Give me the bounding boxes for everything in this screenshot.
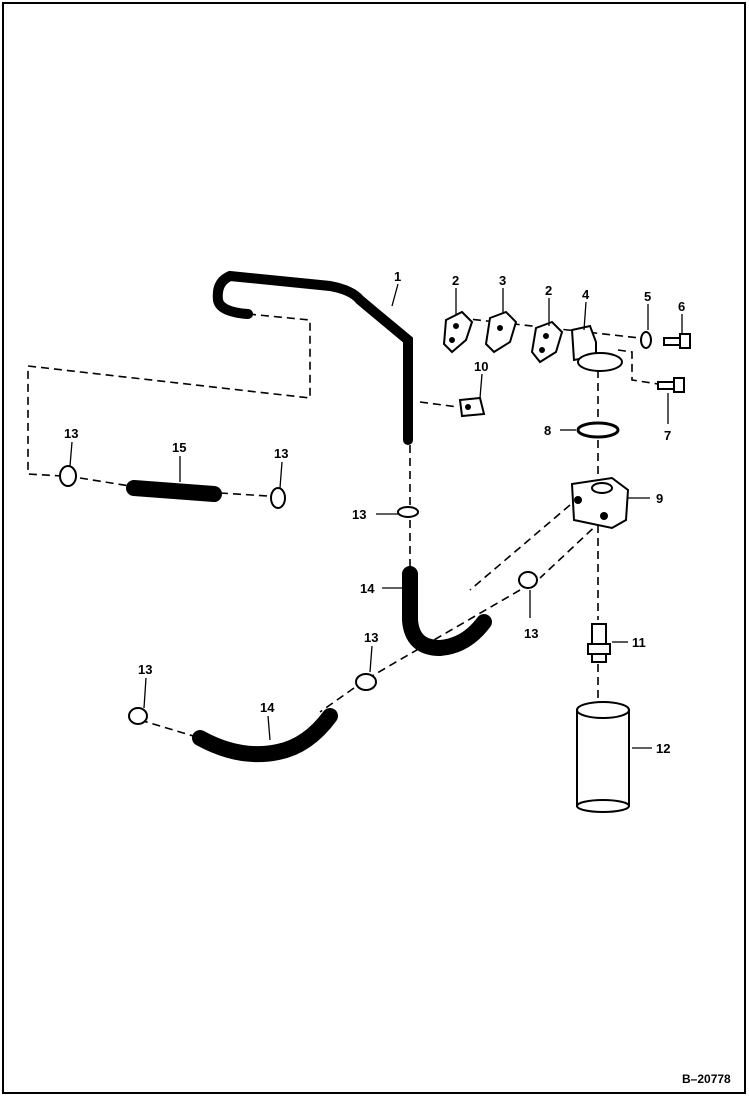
adapter-block-part-9: [570, 476, 630, 530]
clamp-part-13e: [355, 673, 377, 691]
oring-part-8: [576, 421, 620, 439]
callout-13d: 13: [524, 626, 538, 641]
callout-14a: 14: [360, 581, 375, 596]
hose-part-15: [126, 480, 222, 502]
gasket-part-2b: [530, 320, 564, 364]
nipple-part-11: [587, 623, 611, 663]
callout-13f: 13: [138, 662, 152, 677]
callout-15: 15: [172, 440, 186, 455]
clamp-part-13f: [128, 707, 148, 725]
callout-numbers: 1 2 3 2 4 5 6 7 8 9 10 11 12 13 13 13 13…: [64, 269, 685, 756]
callout-2a: 2: [452, 273, 459, 288]
leader-lines: [69, 283, 683, 749]
assembly-lines: [27, 313, 659, 739]
clip-part-10: [458, 396, 486, 418]
callout-10: 10: [474, 359, 488, 374]
callout-2b: 2: [545, 283, 552, 298]
callout-11: 11: [632, 635, 646, 650]
clamp-part-13a: [59, 465, 77, 487]
callout-13e: 13: [364, 630, 378, 645]
callout-12: 12: [656, 741, 670, 756]
washer-part-5: [640, 331, 652, 349]
callout-14b: 14: [260, 700, 275, 715]
callout-13c: 13: [352, 507, 366, 522]
plate-part-3: [484, 310, 518, 354]
callout-13b: 13: [274, 446, 288, 461]
figure-id: B–20778: [682, 1072, 731, 1086]
hose-part-14a: [402, 566, 492, 657]
clamp-part-13b: [270, 487, 286, 509]
tube-part-1: [212, 270, 413, 445]
clamp-part-13d: [518, 571, 538, 589]
callout-9: 9: [656, 491, 663, 506]
gasket-part-2a: [442, 310, 474, 354]
callout-6: 6: [678, 299, 685, 314]
callout-8: 8: [544, 423, 551, 438]
filter-part-12: [576, 701, 630, 813]
callout-1: 1: [394, 269, 401, 284]
bolt-part-6: [663, 333, 691, 349]
bolt-part-7: [657, 377, 685, 393]
clamp-part-13c: [397, 506, 419, 518]
hose-part-14b: [192, 708, 338, 763]
callout-5: 5: [644, 289, 651, 304]
callout-3: 3: [499, 273, 506, 288]
callout-7: 7: [664, 428, 671, 443]
adapter-part-4: [570, 324, 623, 372]
callout-4: 4: [582, 287, 590, 302]
callout-13a: 13: [64, 426, 78, 441]
